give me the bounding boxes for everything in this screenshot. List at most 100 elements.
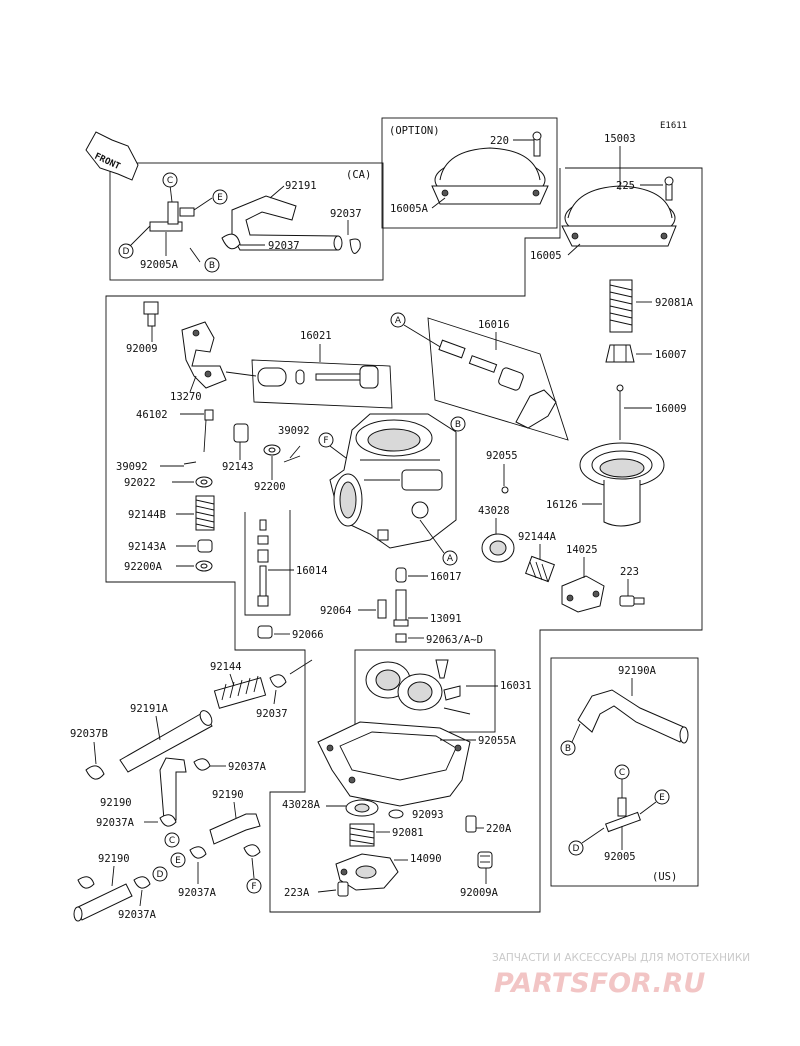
part-92190-3: 92190 xyxy=(98,853,130,865)
svg-text:F: F xyxy=(323,436,328,446)
drain-screw-92009A xyxy=(477,851,493,869)
part-43028A: 43028A xyxy=(282,799,321,811)
clamp-icon xyxy=(193,758,211,771)
part-92191: 92191 xyxy=(285,180,317,192)
part-225: 225 xyxy=(616,180,635,192)
part-92143A: 92143A xyxy=(128,541,167,553)
part-92037A-1: 92037A xyxy=(228,761,267,773)
starter-plunger-16016 xyxy=(438,339,557,429)
clamp-icon xyxy=(269,674,287,688)
part-92022: 92022 xyxy=(124,477,156,489)
callout-f-low: F xyxy=(246,878,262,894)
part-92005A: 92005A xyxy=(140,259,179,271)
part-16009: 16009 xyxy=(655,403,687,415)
frame-option-label: (OPTION) xyxy=(389,125,440,137)
frame-option xyxy=(381,117,558,229)
washer-92200 xyxy=(263,444,281,456)
hose-92190-2 xyxy=(209,813,261,845)
clamp-icon xyxy=(133,876,151,889)
cover-43028A xyxy=(345,799,379,817)
spring-92144 xyxy=(213,675,267,709)
part-16016: 16016 xyxy=(478,319,510,331)
screw-92009 xyxy=(143,301,159,327)
part-92081A: 92081A xyxy=(655,297,694,309)
part-15003: 15003 xyxy=(604,133,636,145)
tee-fitting-us xyxy=(605,797,641,833)
callout-b-ca: B xyxy=(204,257,220,273)
callout-e-ca: E xyxy=(212,189,228,205)
part-16126: 16126 xyxy=(546,499,578,511)
svg-text:C: C xyxy=(169,836,175,846)
part-92037B: 92037B xyxy=(70,728,108,740)
spring-92144A xyxy=(525,555,555,583)
watermark-logo: PARTSFOR.RU xyxy=(494,968,705,999)
part-16007: 16007 xyxy=(655,349,687,361)
tee-fitting-icon xyxy=(149,201,195,232)
spring-92144B xyxy=(195,495,215,531)
callout-a-top: A xyxy=(390,312,406,328)
part-92190A: 92190A xyxy=(618,665,657,677)
part-92081: 92081 xyxy=(392,827,424,839)
frame-16014 xyxy=(244,510,291,616)
svg-text:B: B xyxy=(565,744,571,754)
frame-16021 xyxy=(251,359,393,409)
callout-d-ca: D xyxy=(118,243,134,259)
part-39092-a: 39092 xyxy=(116,461,148,473)
svg-text:C: C xyxy=(619,768,625,778)
part-92063: 92063/A~D xyxy=(426,634,483,646)
screw-223 xyxy=(619,595,645,607)
part-92009A: 92009A xyxy=(460,887,499,899)
frame-ca-label: (CA) xyxy=(346,169,371,181)
breather-hose-92191 xyxy=(231,195,343,251)
part-92093: 92093 xyxy=(412,809,444,821)
part-16005A: 16005A xyxy=(390,203,429,215)
jet-needle-16009 xyxy=(616,384,624,440)
svg-text:B: B xyxy=(209,261,215,271)
oring-92093 xyxy=(388,809,404,819)
main-jet-holder-13091 xyxy=(393,589,409,627)
part-16021: 16021 xyxy=(300,330,332,342)
spring-92081A xyxy=(609,279,633,333)
breather-hose-92190A xyxy=(577,689,689,744)
callout-b-body: B xyxy=(450,416,466,432)
svg-text:A: A xyxy=(447,554,454,564)
clamp-icon xyxy=(85,765,105,780)
frame-lines xyxy=(105,117,703,913)
clamp-icon xyxy=(221,233,241,250)
cover-43028 xyxy=(481,533,515,563)
part-92144A: 92144A xyxy=(518,531,557,543)
part-220: 220 xyxy=(490,135,509,147)
svg-text:D: D xyxy=(123,247,130,257)
choke-plunger-16021 xyxy=(257,365,379,389)
needle-holder-16007 xyxy=(605,344,635,363)
clamp-icon xyxy=(77,876,95,889)
part-92037-mid: 92037 xyxy=(256,708,288,720)
part-223A: 223A xyxy=(284,887,310,899)
part-16017: 16017 xyxy=(430,571,462,583)
collar-92143 xyxy=(233,423,249,443)
spring-92081 xyxy=(349,823,375,847)
callout-b-us: B xyxy=(560,740,576,756)
part-92200A: 92200A xyxy=(124,561,163,573)
svg-text:E: E xyxy=(217,193,223,203)
part-92191A: 92191A xyxy=(130,703,169,715)
needle-jet-16017 xyxy=(395,567,407,583)
cover-14090 xyxy=(335,853,399,891)
part-16005: 16005 xyxy=(530,250,562,262)
part-92190-1: 92190 xyxy=(100,797,132,809)
screw-223A xyxy=(337,881,349,897)
part-92064: 92064 xyxy=(320,605,352,617)
carburetor-cover xyxy=(561,176,677,247)
oring-icon xyxy=(501,486,509,494)
frame-ca xyxy=(109,162,384,281)
clamp-icon xyxy=(159,814,177,827)
hose-92190-1 xyxy=(159,757,187,821)
callout-a-body: A xyxy=(442,550,458,566)
svg-text:A: A xyxy=(395,316,402,326)
callout-e-us: E xyxy=(654,789,670,805)
part-13091: 13091 xyxy=(430,613,462,625)
callout-c-ca: C xyxy=(162,172,178,188)
callout-c-low: C xyxy=(164,832,180,848)
svg-text:E: E xyxy=(175,856,181,866)
